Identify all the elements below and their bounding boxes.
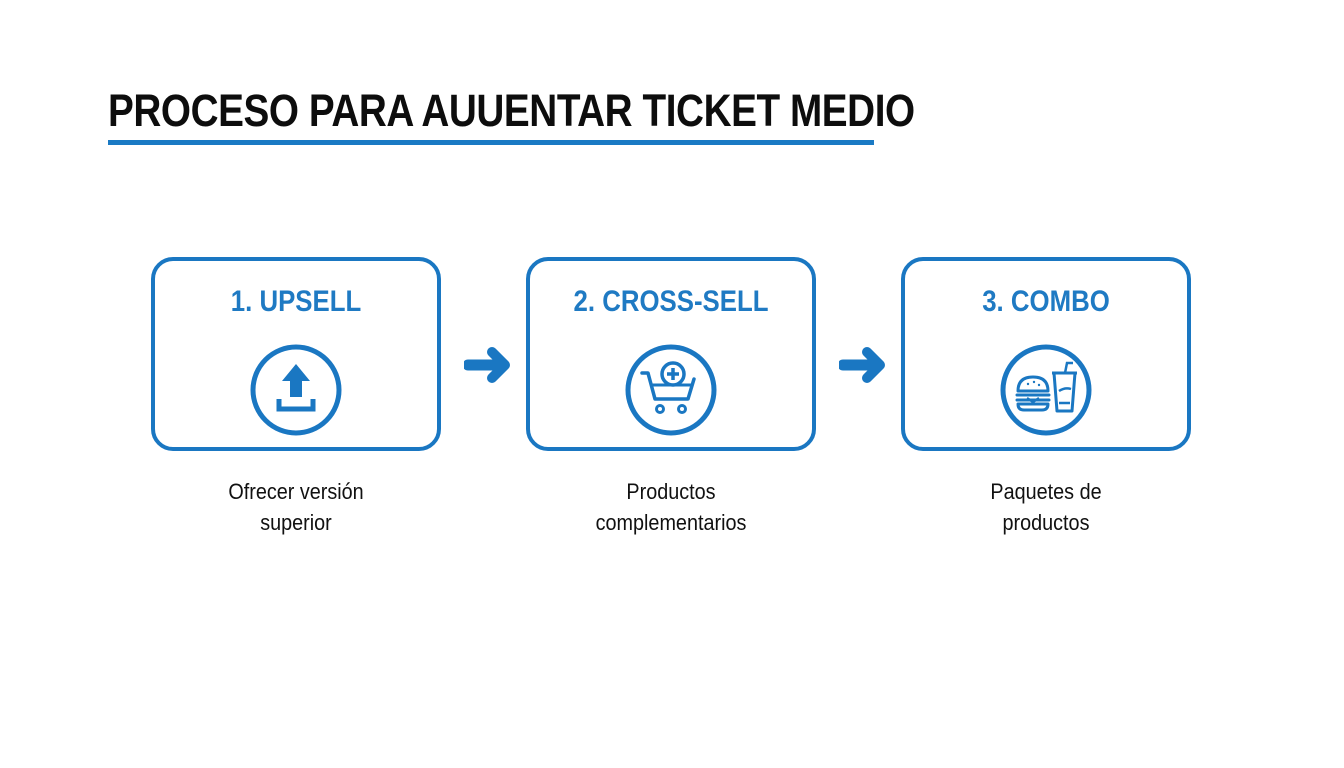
step-title: 1. UPSELL [230, 285, 362, 318]
description-line: productos [1002, 510, 1090, 535]
step-combo-description: Paquetes de productos [916, 476, 1177, 538]
step-upsell-description: Ofrecer versión superior [166, 476, 427, 538]
step-upsell-box: 1. UPSELL [151, 257, 441, 451]
cart-plus-icon [625, 344, 717, 436]
step-cross-sell-description: Productos complementarios [541, 476, 802, 538]
step-cross-sell-box: 2. CROSS-SELL [526, 257, 816, 451]
description-line: Ofrecer versión [228, 479, 364, 504]
description-line: Paquetes de [990, 479, 1102, 504]
page-title: PROCESO PARA AUUENTAR TICKET MEDIO [108, 85, 915, 136]
description-line: complementarios [595, 510, 747, 535]
arrow-right-icon [464, 347, 510, 383]
description-line: Productos [626, 479, 716, 504]
description-line: superior [260, 510, 332, 535]
upload-arrow-icon [250, 344, 342, 436]
step-title: 3. COMBO [982, 285, 1110, 318]
burger-drink-icon [1000, 344, 1092, 436]
title-underline [108, 140, 874, 145]
step-combo-box: 3. COMBO [901, 257, 1191, 451]
step-title: 2. CROSS-SELL [573, 285, 769, 318]
arrow-right-icon [839, 347, 885, 383]
